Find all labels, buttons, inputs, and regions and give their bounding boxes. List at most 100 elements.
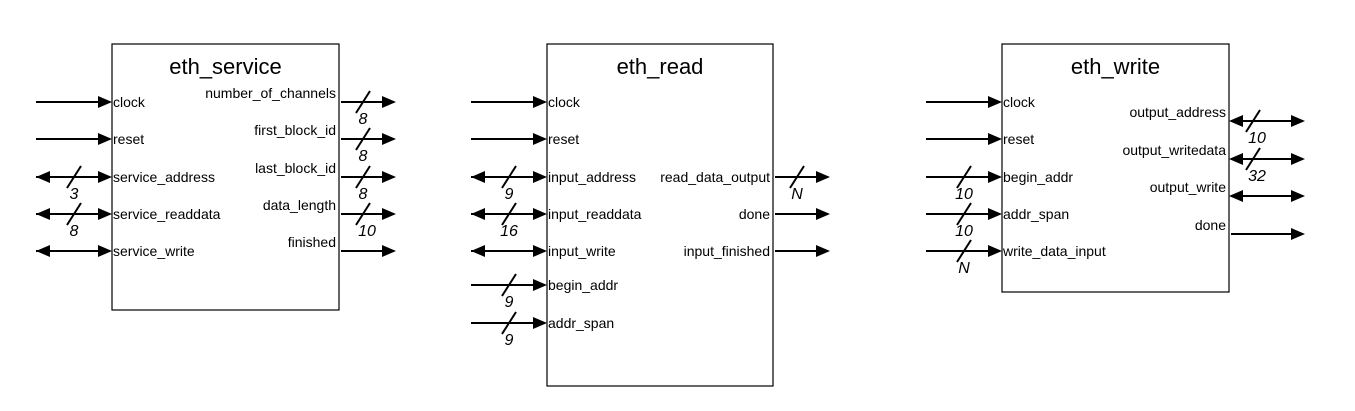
block-box [1001,43,1230,293]
bus-width-label: 10 [1248,130,1266,147]
arrow-head-icon [816,171,830,183]
port-label: service_readdata [113,206,221,222]
arrow-head-icon [988,96,1002,108]
arrow-head-icon [1291,153,1305,165]
output-port: output_address 10 [1129,104,1305,147]
input-port: input_write [471,243,616,259]
port-label: service_write [113,243,195,259]
bus-width-slash [501,311,517,335]
arrow-head-icon [471,171,485,183]
output-port: last_block_id 8 [255,160,396,203]
bus-width-label: 8 [359,148,368,165]
bus-width-label: 8 [70,223,79,240]
port-label: reset [1003,131,1034,147]
arrow-head-icon [533,96,547,108]
arrow-head-icon [1291,228,1305,240]
port-label: number_of_channels [205,85,336,101]
block-eth-service: eth_serviceclockresetservice_address3ser… [36,43,396,311]
input-port: clock [926,94,1036,110]
arrow-head-icon [98,133,112,145]
bus-width-label: 10 [955,186,973,203]
port-label: first_block_id [254,122,336,138]
arrow-head-icon [382,171,396,183]
arrow-head-icon [98,96,112,108]
bus-width-label: 16 [500,223,518,240]
block-box [111,43,340,311]
output-port: number_of_channels 8 [205,85,396,128]
arrow-head-icon [816,245,830,257]
block-title: eth_write [1071,54,1160,79]
port-label: write_data_input [1002,243,1106,259]
input-port: service_readdata 8 [36,202,221,240]
output-port: output_write [1150,179,1305,202]
arrow-head-icon [471,245,485,257]
block-eth-read: eth_readclockresetinput_address9input_re… [471,43,830,387]
bus-width-slash [355,90,371,114]
block-title: eth_read [617,54,704,79]
bus-width-label: 9 [505,186,514,203]
port-label: last_block_id [255,160,336,176]
arrow-head-icon [988,245,1002,257]
port-label: begin_addr [548,277,618,293]
arrow-head-icon [36,171,50,183]
bus-width-label: N [958,260,970,277]
bus-width-slash [1245,147,1261,171]
bus-width-slash [501,273,517,297]
bus-width-label: 10 [358,223,376,240]
input-port: clock [36,94,146,110]
port-label: clock [548,94,581,110]
port-label: read_data_output [660,169,770,185]
input-port: reset [36,131,144,147]
port-label: addr_span [1003,206,1069,222]
arrow-head-icon [382,133,396,145]
arrow-head-icon [36,245,50,257]
bus-width-label: 8 [359,111,368,128]
arrow-head-icon [1229,115,1243,127]
arrow-head-icon [533,245,547,257]
bus-width-slash [956,165,972,189]
output-port: first_block_id 8 [254,122,396,165]
bus-width-slash [789,165,805,189]
output-port: finished [288,234,396,257]
arrow-head-icon [988,171,1002,183]
arrow-head-icon [533,317,547,329]
port-label: input_finished [684,243,770,259]
bus-width-slash [956,202,972,226]
port-label: begin_addr [1003,169,1073,185]
port-label: input_write [548,243,616,259]
output-port: input_finished [684,243,830,259]
arrow-head-icon [1291,190,1305,202]
input-port: reset [926,131,1034,147]
input-port: clock [471,94,581,110]
port-label: addr_span [548,315,614,331]
output-port: done [1195,217,1305,240]
port-label: input_address [548,169,636,185]
arrow-head-icon [533,279,547,291]
port-label: done [739,206,770,222]
arrow-head-icon [988,133,1002,145]
input-port: begin_addr 10 [926,165,1073,203]
bus-width-slash [355,127,371,151]
port-label: done [1195,217,1226,233]
output-port: done [739,206,830,222]
port-label: output_address [1129,104,1226,120]
port-label: output_writedata [1122,142,1226,158]
arrow-head-icon [98,208,112,220]
bus-width-slash [956,239,972,263]
arrow-head-icon [471,208,485,220]
port-label: output_write [1150,179,1226,195]
arrow-head-icon [98,171,112,183]
input-port: service_write [36,243,195,259]
port-label: finished [288,234,336,250]
arrow-head-icon [1229,190,1243,202]
bus-width-label: 8 [359,186,368,203]
arrow-head-icon [98,245,112,257]
bus-width-label: 9 [505,294,514,311]
arrow-head-icon [382,96,396,108]
input-port: reset [471,131,579,147]
